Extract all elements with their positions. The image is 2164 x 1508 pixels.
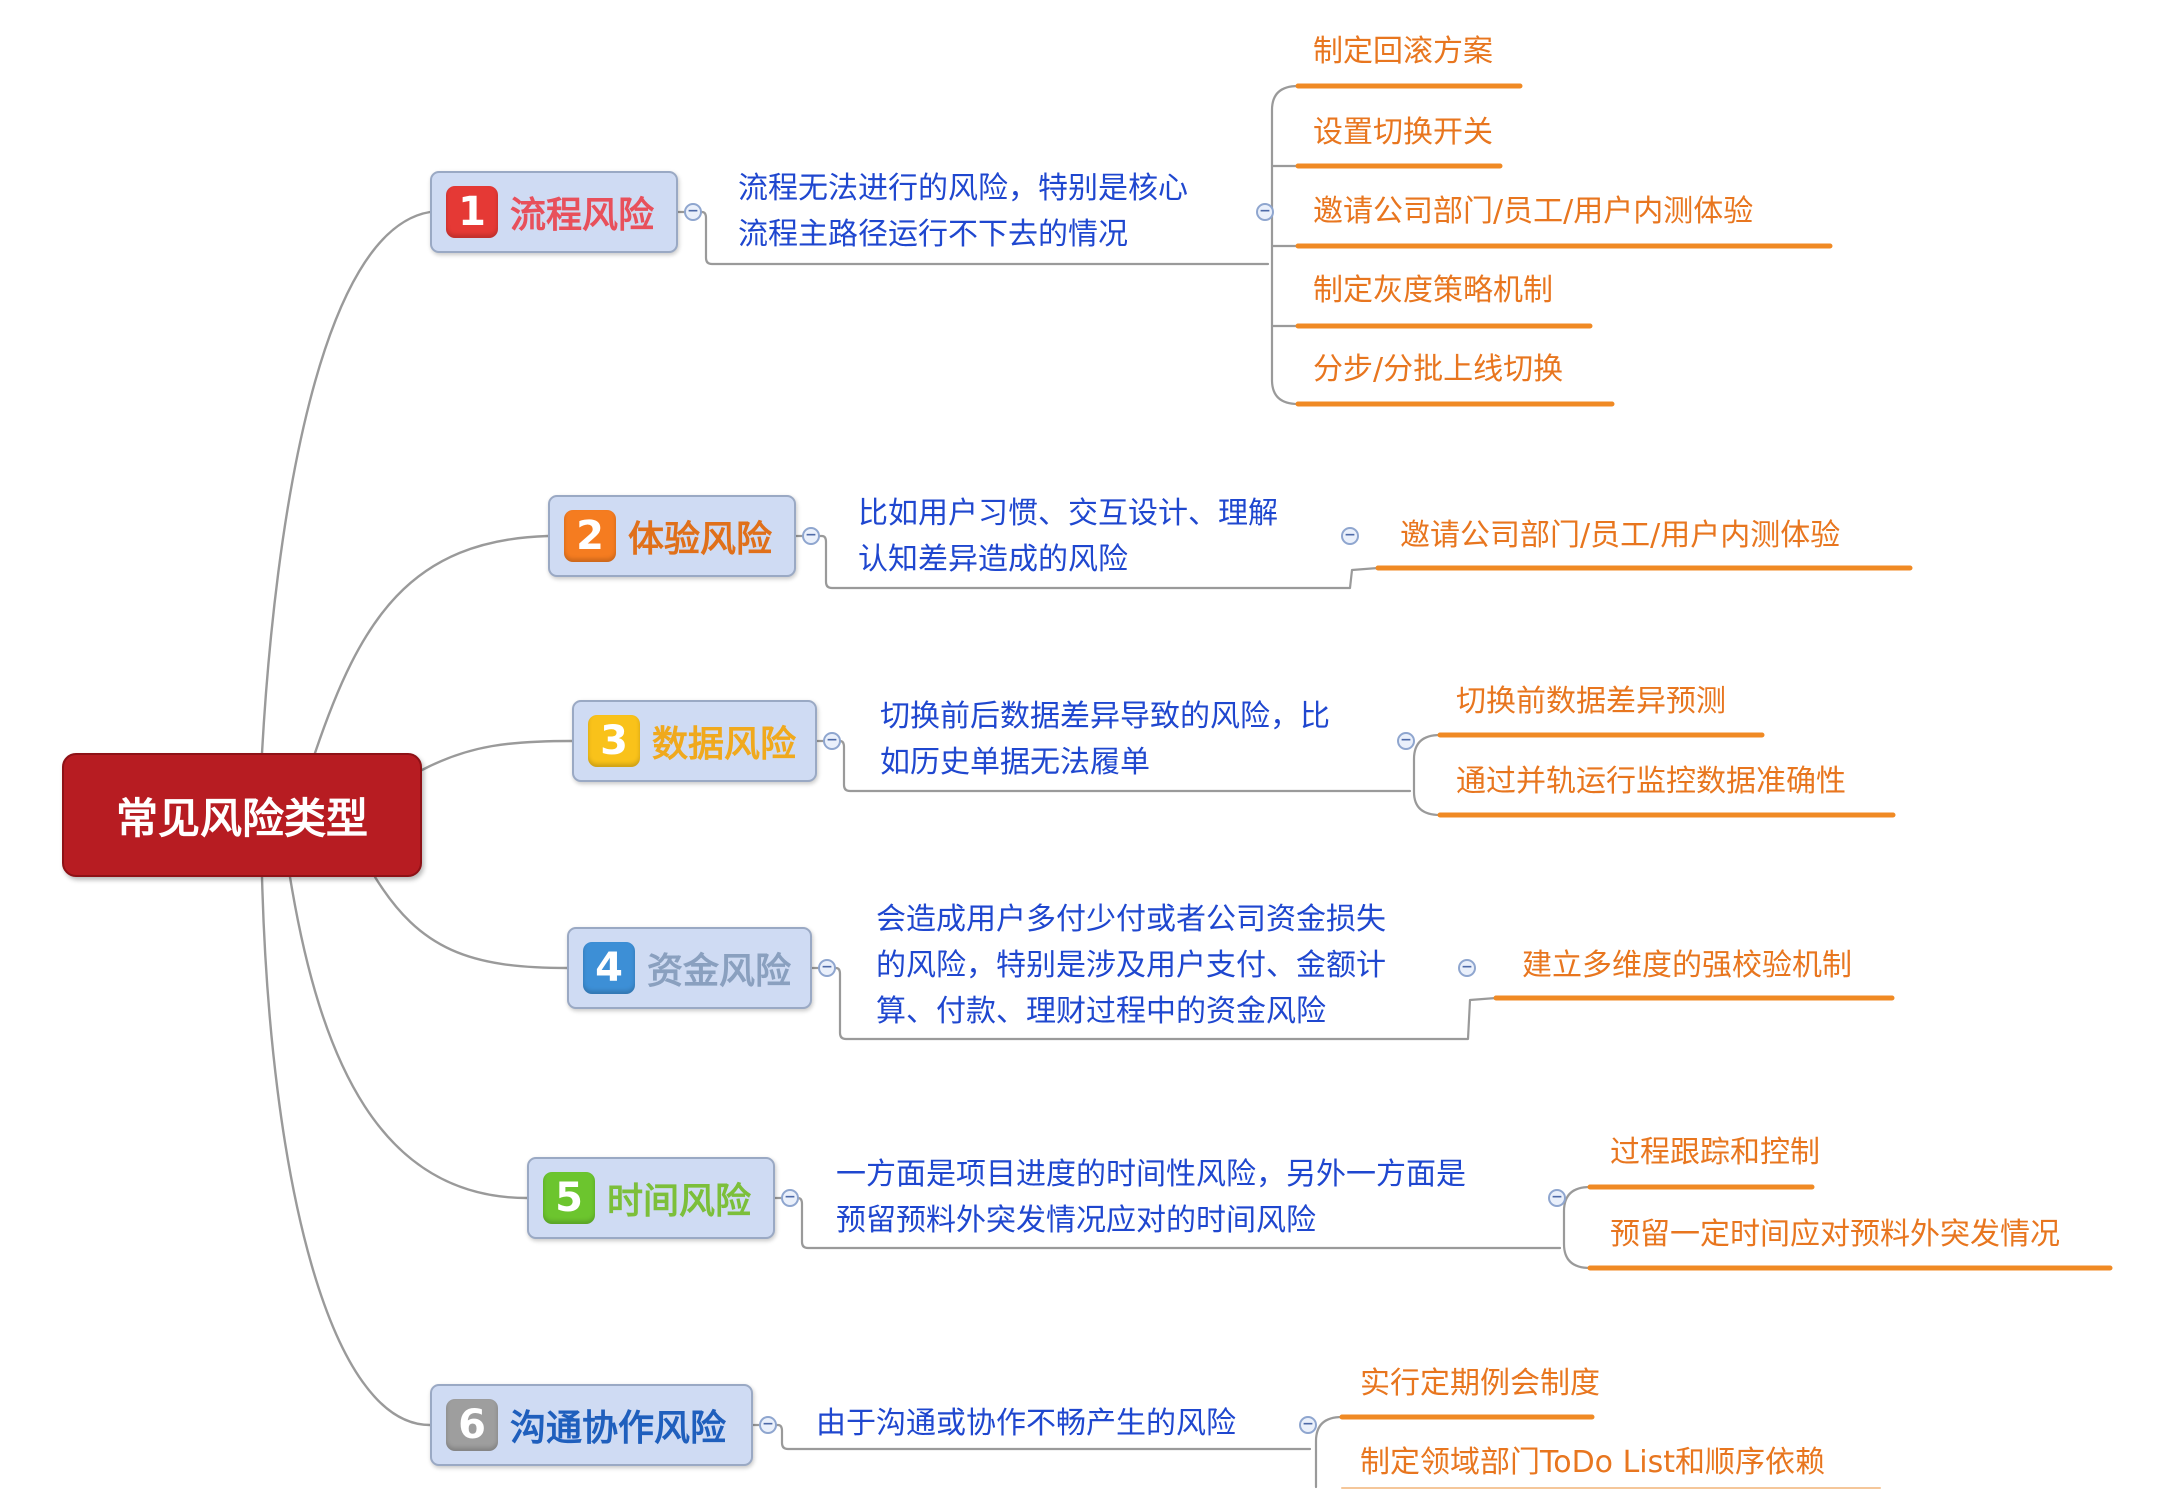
collapse-toggle-icon[interactable]: − bbox=[781, 1189, 799, 1207]
collapse-toggle-icon[interactable]: − bbox=[1256, 203, 1274, 221]
priority-1-icon: 1 bbox=[446, 186, 498, 238]
description-experience-risk: 比如用户习惯、交互设计、理解认知差异造成的风险 bbox=[858, 496, 1278, 577]
category-label: 数据风险 bbox=[652, 724, 797, 765]
solution-buffer-time[interactable]: 预留一定时间应对预料外突发情况 bbox=[1610, 1217, 2060, 1252]
priority-5-icon: 5 bbox=[543, 1172, 595, 1224]
category-node-data-risk[interactable]: 3 数据风险 bbox=[572, 700, 817, 782]
collapse-toggle-icon[interactable]: − bbox=[1548, 1189, 1566, 1207]
solution-internal-beta-test[interactable]: 邀请公司部门/员工/用户内测体验 bbox=[1400, 518, 1841, 553]
category-node-time-risk[interactable]: 5 时间风险 bbox=[527, 1157, 775, 1239]
connector-line bbox=[313, 534, 550, 755]
collapse-toggle-icon[interactable]: − bbox=[818, 959, 836, 977]
solution-regular-meetings[interactable]: 实行定期例会制度 bbox=[1360, 1366, 1600, 1401]
priority-3-icon: 3 bbox=[588, 715, 640, 767]
category-node-communication-risk[interactable]: 6 沟通协作风险 bbox=[430, 1384, 753, 1466]
solution-todo-list-dependencies[interactable]: 制定领域部门ToDo List和顺序依赖 bbox=[1360, 1445, 1826, 1480]
solution-internal-beta-test[interactable]: 邀请公司部门/员工/用户内测体验 bbox=[1313, 194, 1754, 229]
connector-line bbox=[288, 875, 529, 1200]
description-process-risk: 流程无法进行的风险，特别是核心流程主路径运行不下去的情况 bbox=[738, 171, 1188, 252]
solution-data-diff-prediction[interactable]: 切换前数据差异预测 bbox=[1456, 684, 1726, 719]
category-label: 流程风险 bbox=[510, 195, 655, 236]
description-communication-risk: 由于沟通或协作不畅产生的风险 bbox=[816, 1406, 1236, 1441]
collapse-toggle-icon[interactable]: − bbox=[823, 732, 841, 750]
collapse-toggle-icon[interactable]: − bbox=[1397, 732, 1415, 750]
priority-6-icon: 6 bbox=[446, 1399, 498, 1451]
collapse-toggle-icon[interactable]: − bbox=[1341, 527, 1359, 545]
priority-2-icon: 2 bbox=[564, 510, 616, 562]
description-funds-risk: 会造成用户多付少付或者公司资金损失的风险，特别是涉及用户支付、金额计算、付款、理… bbox=[876, 902, 1386, 1029]
solution-gray-release[interactable]: 制定灰度策略机制 bbox=[1313, 273, 1553, 308]
category-label: 沟通协作风险 bbox=[510, 1408, 727, 1449]
solution-process-tracking[interactable]: 过程跟踪和控制 bbox=[1610, 1135, 1820, 1170]
connector-line bbox=[373, 875, 569, 970]
description-time-risk: 一方面是项目进度的时间性风险，另外一方面是预留预料外突发情况应对的时间风险 bbox=[836, 1157, 1466, 1238]
connector-line bbox=[1314, 1415, 1344, 1489]
category-node-experience-risk[interactable]: 2 体验风险 bbox=[548, 495, 796, 577]
category-label: 资金风险 bbox=[647, 951, 792, 992]
category-node-funds-risk[interactable]: 4 资金风险 bbox=[567, 927, 812, 1009]
connector-line bbox=[1412, 733, 1442, 817]
description-data-risk: 切换前后数据差异导致的风险，比如历史单据无法履单 bbox=[880, 699, 1330, 780]
connector-line bbox=[260, 875, 432, 1427]
connector-line bbox=[420, 739, 574, 772]
collapse-toggle-icon[interactable]: − bbox=[802, 527, 820, 545]
solution-staged-rollout[interactable]: 分步/分批上线切换 bbox=[1313, 352, 1564, 387]
category-label: 体验风险 bbox=[628, 519, 773, 560]
solution-rollback-plan[interactable]: 制定回滚方案 bbox=[1313, 34, 1493, 69]
collapse-toggle-icon[interactable]: − bbox=[684, 203, 702, 221]
category-label: 时间风险 bbox=[607, 1181, 752, 1222]
priority-4-icon: 4 bbox=[583, 942, 635, 994]
solution-switch-toggle[interactable]: 设置切换开关 bbox=[1313, 115, 1493, 150]
connector-line bbox=[260, 210, 432, 755]
collapse-toggle-icon[interactable]: − bbox=[1299, 1416, 1317, 1434]
connector-line bbox=[1562, 1185, 1592, 1270]
solution-parallel-run-monitoring[interactable]: 通过并轨运行监控数据准确性 bbox=[1456, 764, 1846, 799]
collapse-toggle-icon[interactable]: − bbox=[759, 1416, 777, 1434]
solution-multi-dimension-validation[interactable]: 建立多维度的强校验机制 bbox=[1522, 948, 1852, 983]
collapse-toggle-icon[interactable]: − bbox=[1458, 959, 1476, 977]
connector-line bbox=[1270, 84, 1300, 406]
root-node[interactable]: 常见风险类型 bbox=[62, 753, 422, 877]
category-node-process-risk[interactable]: 1 流程风险 bbox=[430, 171, 678, 253]
